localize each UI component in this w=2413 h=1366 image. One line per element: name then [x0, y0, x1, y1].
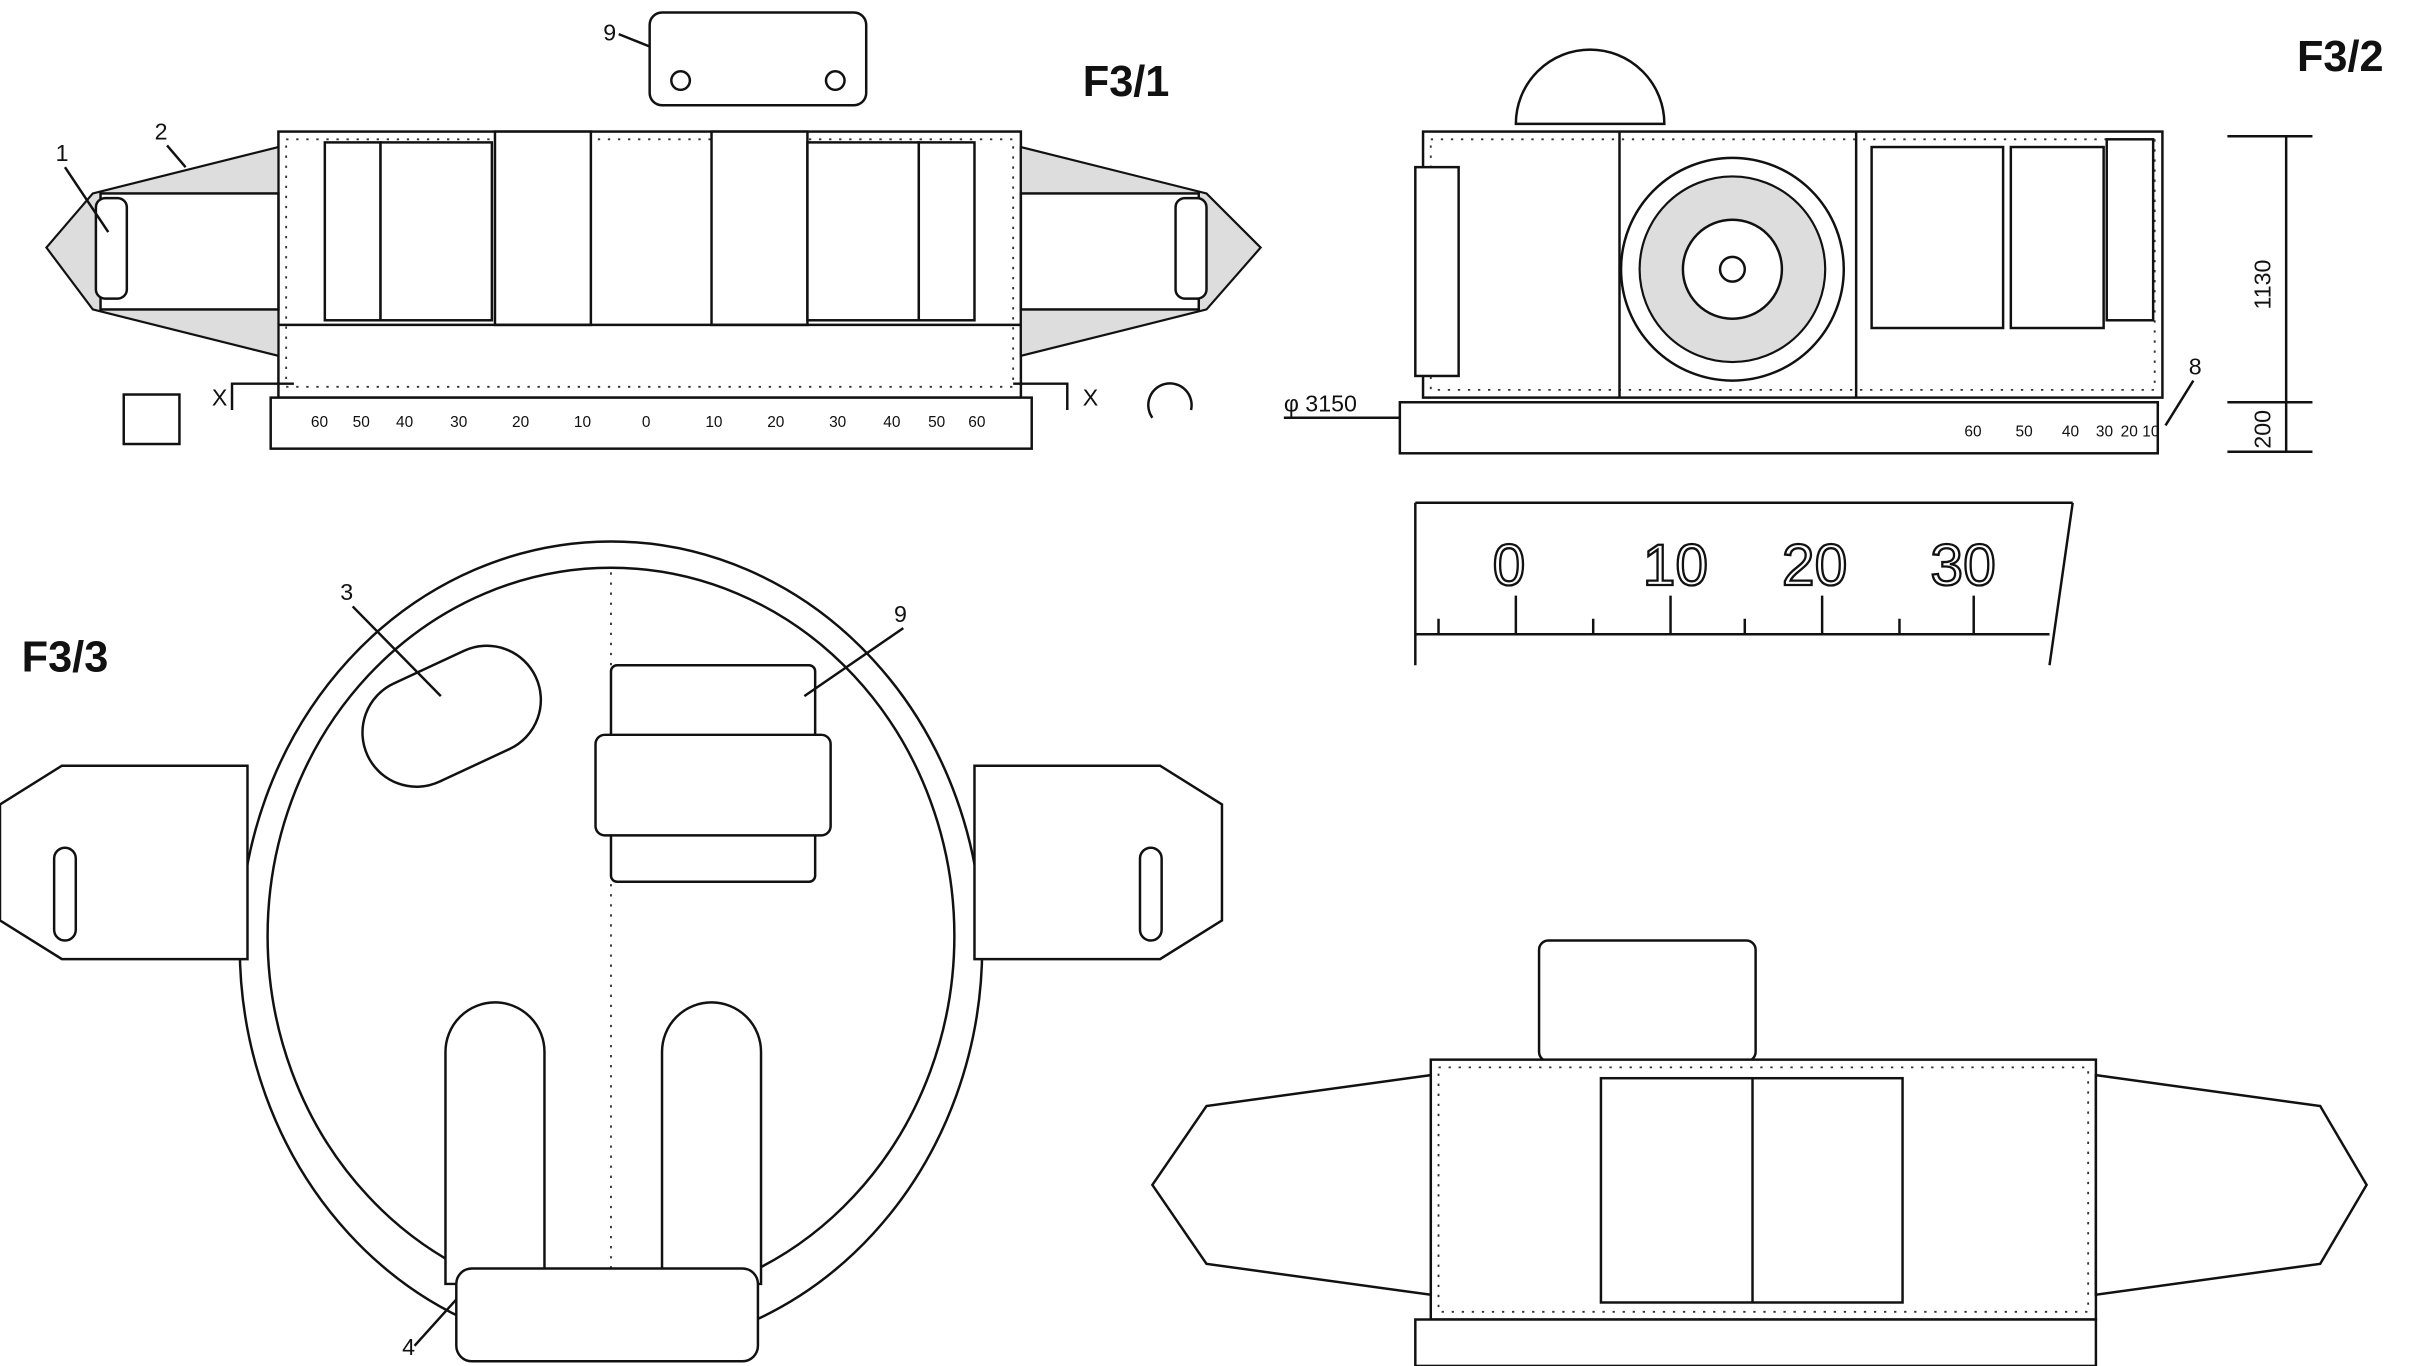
scale-f3-2: 60 50 40 30 20 10	[1964, 423, 2159, 440]
drawing-label: 10	[574, 414, 591, 431]
drawing-label: 50	[353, 414, 370, 431]
drawing-label: 4	[402, 1334, 415, 1360]
drawing-label: 40	[2062, 423, 2079, 440]
diameter-label: φ 3150	[1284, 391, 1357, 417]
figure-label-f3-3: F3/3	[22, 633, 109, 681]
drawing-label: 30	[2096, 423, 2113, 440]
drawing-label: 50	[928, 414, 945, 431]
drawing-label: 20	[767, 414, 784, 431]
drawing-label: X	[1083, 384, 1098, 410]
figure-label-f3-1: F3/1	[1083, 58, 1170, 106]
dimension-height: 1130	[2250, 260, 2276, 310]
drawing-label: 20	[2121, 423, 2138, 440]
drawing-label: 10	[1643, 533, 1708, 598]
drawing-label: 9	[603, 19, 616, 45]
drawing-label: 0	[642, 414, 651, 431]
drawing-label: 30	[450, 414, 467, 431]
drawing-label: 60	[968, 414, 985, 431]
view-f3-3: F3/3 3 9 4	[0, 540, 1224, 1363]
drawing-label: 8	[2189, 353, 2202, 379]
drawing-label: 2	[155, 118, 168, 144]
view-front	[1150, 939, 2369, 1366]
drawing-label: 10	[2142, 423, 2159, 440]
drawing-label: X	[212, 384, 227, 410]
drawing-label: 0	[1493, 533, 1526, 598]
scale-detail: 0 10 20 30	[1414, 501, 2074, 666]
drawing-label: 60	[311, 414, 328, 431]
drawing-label: 20	[1782, 533, 1847, 598]
drawing-label: 60	[1964, 423, 1981, 440]
drawing-label: 30	[829, 414, 846, 431]
view-f3-1: F3/1 60 50 40 30 20 10 0 10 20 30 40	[45, 11, 1263, 450]
scale-f3-1: 60 50 40 30 20 10 0 10 20 30 40 50 60	[311, 414, 986, 431]
drawing-label: 20	[512, 414, 529, 431]
view-f3-2: F3/2 60 50 40 30 20 10 φ 3150 1130 200 8	[1284, 33, 2384, 455]
drawing-label: 30	[1930, 533, 1995, 598]
drawing-label: 40	[883, 414, 900, 431]
drawing-label: 40	[396, 414, 413, 431]
drawing-label: 3	[340, 579, 353, 605]
figure-label-f3-2: F3/2	[2297, 33, 2384, 81]
dimension-base: 200	[2250, 410, 2276, 449]
drawing-label: 50	[2015, 423, 2032, 440]
drawing-label: 10	[705, 414, 722, 431]
drawing-label: 1	[56, 140, 69, 166]
drawing-label: 9	[894, 601, 907, 627]
